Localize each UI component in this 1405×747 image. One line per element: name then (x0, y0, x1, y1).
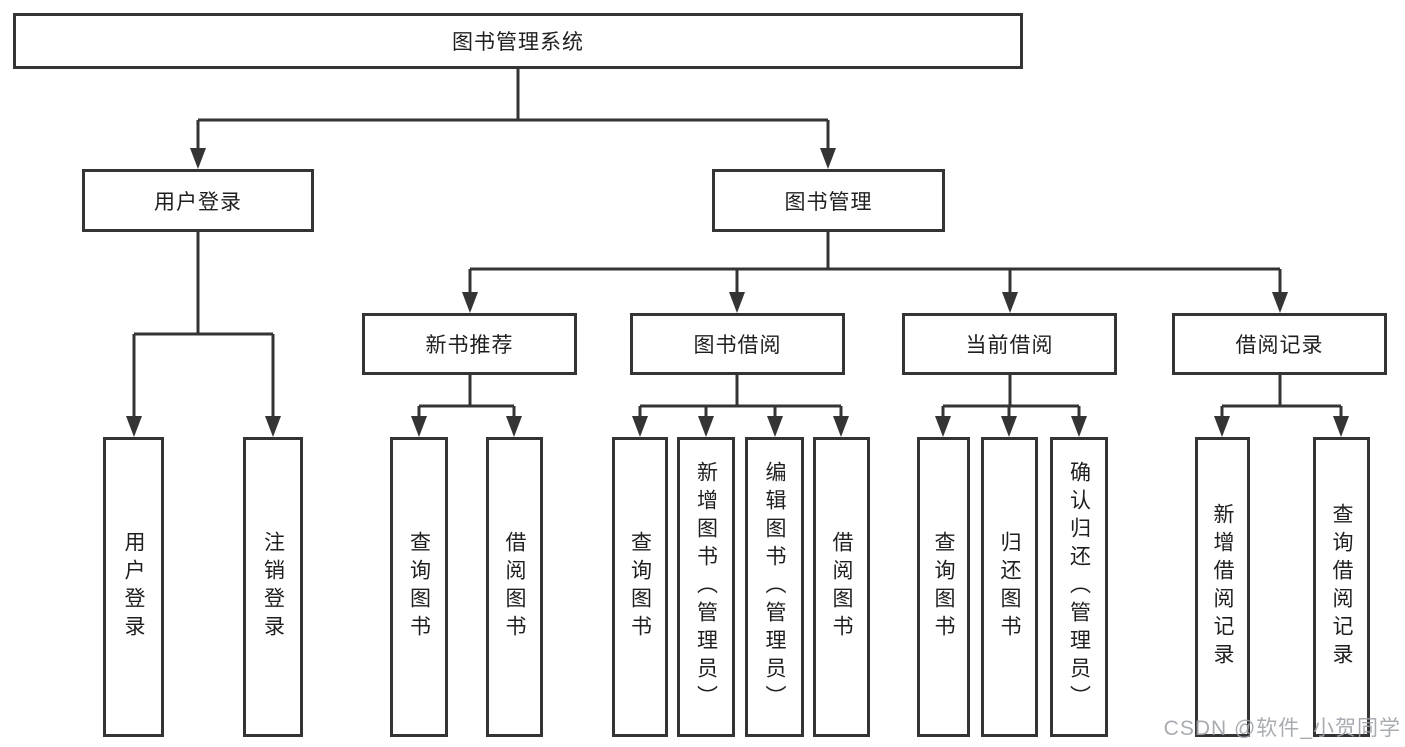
arrowhead-down-icon (265, 416, 281, 437)
arrowhead-down-icon (935, 416, 951, 437)
leaf-nb-borrow-books: 借阅图书 (486, 437, 543, 737)
arrowhead-down-icon (767, 416, 783, 437)
arrowhead-down-icon (1333, 416, 1349, 437)
leaf-br-query-record: 查询借阅记录 (1313, 437, 1370, 737)
leaf-logout: 注销登录 (243, 437, 303, 737)
leaf-cb-query-books: 查询图书 (917, 437, 970, 737)
arrowhead-down-icon (506, 416, 522, 437)
leaf-br-add-record: 新增借阅记录 (1195, 437, 1250, 737)
arrowhead-down-icon (1001, 416, 1017, 437)
arrowhead-down-icon (462, 292, 478, 313)
leaf-bb-borrow-books: 借阅图书 (813, 437, 870, 737)
arrowheads (126, 148, 1349, 437)
arrowhead-down-icon (1002, 292, 1018, 313)
arrowhead-down-icon (1214, 416, 1230, 437)
arrowhead-down-icon (833, 416, 849, 437)
arrowhead-down-icon (1071, 416, 1087, 437)
leaf-bb-edit-books-admin: 编辑图书（管理员） (745, 437, 804, 737)
leaf-bb-query-books: 查询图书 (612, 437, 668, 737)
arrowhead-down-icon (190, 148, 206, 169)
arrowhead-down-icon (632, 416, 648, 437)
node-book-management: 图书管理 (712, 169, 945, 232)
node-user-login: 用户登录 (82, 169, 314, 232)
node-borrow-records: 借阅记录 (1172, 313, 1387, 375)
arrowhead-down-icon (126, 416, 142, 437)
node-current-borrow: 当前借阅 (902, 313, 1117, 375)
node-root: 图书管理系统 (13, 13, 1023, 69)
leaf-cb-confirm-return-admin: 确认归还（管理员） (1050, 437, 1108, 737)
leaf-user-login: 用户登录 (103, 437, 164, 737)
node-book-borrow: 图书借阅 (630, 313, 845, 375)
arrowhead-down-icon (1272, 292, 1288, 313)
leaf-nb-query-books: 查询图书 (390, 437, 448, 737)
arrowhead-down-icon (698, 416, 714, 437)
leaf-cb-return-books: 归还图书 (981, 437, 1038, 737)
arrowhead-down-icon (411, 416, 427, 437)
arrowhead-down-icon (729, 292, 745, 313)
node-new-book-recommend: 新书推荐 (362, 313, 577, 375)
arrowhead-down-icon (820, 148, 836, 169)
leaf-bb-add-books-admin: 新增图书（管理员） (677, 437, 735, 737)
csdn-watermark: CSDN @软件_小贺同学 (1163, 717, 1401, 740)
